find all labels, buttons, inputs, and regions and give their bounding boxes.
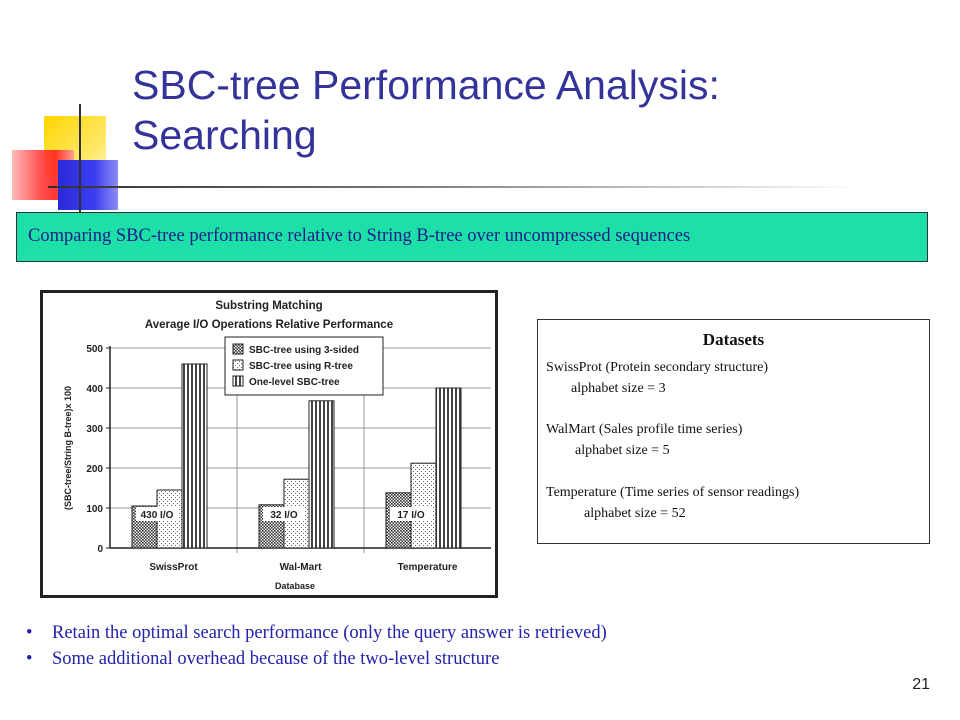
bar-3-temperature — [435, 387, 462, 549]
page-title-line-1: SBC-tree Performance Analysis: — [132, 62, 720, 108]
bar-3-swissprot — [181, 363, 208, 549]
legend-label: One-level SBC-tree — [249, 377, 340, 388]
legend-swatch — [232, 343, 244, 355]
bar-2-temperature — [410, 462, 437, 549]
chart-subtitle: Average I/O Operations Relative Performa… — [145, 319, 393, 331]
datasets-box: Datasets SwissProt (Protein secondary st… — [537, 319, 930, 544]
legend-swatch — [232, 375, 244, 387]
y-tick-label: 400 — [86, 384, 103, 395]
title-underline-rule — [48, 186, 860, 188]
annotation-background — [390, 507, 432, 521]
category-label: Wal-Mart — [280, 562, 323, 573]
category-labels: SwissProt Wal-Mart Temperature — [149, 562, 458, 573]
dataset-temperature: Temperature (Time series of sensor readi… — [546, 485, 800, 500]
bullet-dot-icon: • — [26, 623, 33, 643]
y-axis-label: (SBC-tree/String B-tree)x 100 — [63, 386, 73, 510]
category-label: Temperature — [398, 562, 458, 573]
slide-number: 21 — [912, 676, 930, 693]
bullet-text: Some additional overhead because of the … — [52, 649, 500, 669]
bar-annotations: 430 I/O 32 I/O 17 I/O — [136, 507, 432, 521]
bullet-item: • Some additional overhead because of the… — [26, 646, 607, 672]
io-annotation: 17 I/O — [397, 510, 424, 521]
io-annotation: 32 I/O — [270, 510, 297, 521]
page-title-line-2: Searching — [132, 112, 317, 158]
logo-vertical-rule — [79, 104, 81, 216]
subtitle-banner: Comparing SBC-tree performance relative … — [16, 212, 928, 262]
annotation-background — [263, 507, 305, 521]
y-tick-label: 500 — [86, 344, 103, 355]
page-title: SBC-tree Performance Analysis: Searching — [132, 60, 892, 160]
bullet-dot-icon: • — [26, 649, 33, 669]
y-tick-label: 300 — [86, 424, 103, 435]
bullet-item: • Retain the optimal search performance (… — [26, 620, 607, 646]
y-tick-label: 200 — [86, 464, 103, 475]
legend-swatch — [232, 359, 244, 371]
chart-title: Substring Matching — [215, 300, 322, 312]
y-tick-label: 0 — [97, 544, 103, 555]
legend-label: SBC-tree using 3-sided — [249, 345, 359, 356]
logo-blue-block — [58, 160, 118, 210]
x-axis-label: Database — [275, 581, 315, 591]
bar-3-wal-mart — [308, 400, 335, 549]
datasets-heading: Datasets — [702, 330, 765, 349]
bullet-list: • Retain the optimal search performance (… — [26, 620, 607, 672]
dataset-temperature-alphabet: alphabet size = 52 — [584, 506, 686, 521]
dataset-walmart-alphabet: alphabet size = 5 — [575, 443, 670, 458]
legend-box — [224, 336, 384, 396]
annotation-background — [136, 507, 178, 521]
dataset-walmart: WalMart (Sales profile time series) — [546, 422, 743, 437]
dataset-swissprot-alphabet: alphabet size = 3 — [571, 381, 666, 396]
category-label: SwissProt — [149, 562, 198, 573]
y-tick-label: 100 — [86, 504, 103, 515]
io-annotation: 430 I/O — [141, 510, 174, 521]
chart-frame: Substring Matching Average I/O Operation… — [40, 290, 498, 598]
bar-chart: Substring Matching Average I/O Operation… — [63, 300, 491, 591]
bullet-text: Retain the optimal search performance (o… — [52, 623, 607, 643]
dataset-swissprot: SwissProt (Protein secondary structure) — [546, 360, 769, 375]
legend-label: SBC-tree using R-tree — [249, 361, 353, 372]
